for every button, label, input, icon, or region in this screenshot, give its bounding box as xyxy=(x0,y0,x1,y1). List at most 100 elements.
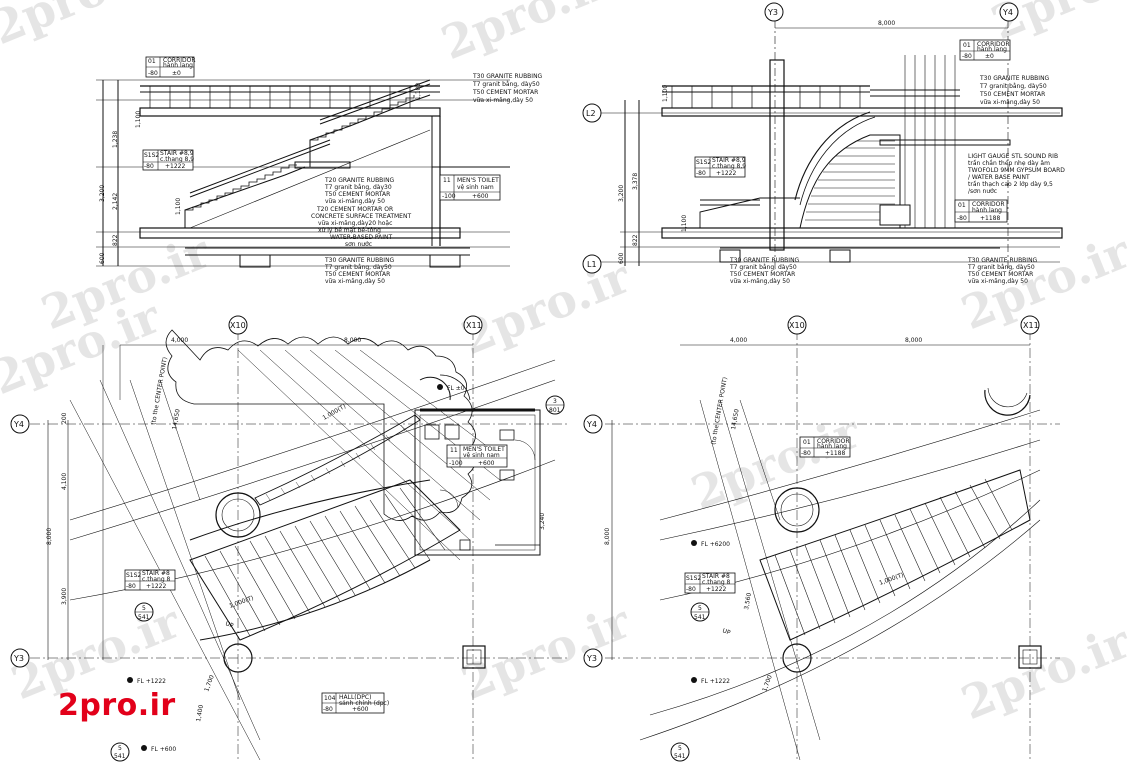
dim-text: 1,000(T) xyxy=(322,403,348,422)
note-line: T30 GRANITE RUBBING xyxy=(472,73,543,80)
svg-text:11: 11 xyxy=(450,447,458,454)
level-fl6200: FL +6200 xyxy=(691,540,730,548)
dim-text: 1,100 xyxy=(681,215,688,232)
stair-treads-plan xyxy=(204,487,446,637)
svg-text:S1S2: S1S2 xyxy=(686,575,701,582)
svg-text:vệ sinh nam: vệ sinh nam xyxy=(463,452,500,459)
tag-level: -80 xyxy=(148,70,158,77)
note-line: T20 CEMENT MORTAR OR xyxy=(316,206,393,213)
dim-text: 3,378 xyxy=(632,173,639,190)
svg-text:sảnh chính (dpc): sảnh chính (dpc) xyxy=(339,700,389,707)
svg-text:5: 5 xyxy=(118,745,122,752)
svg-text:STAIR #8: STAIR #8 xyxy=(142,570,170,577)
note-line: T50 CEMENT MORTAR xyxy=(324,191,390,198)
svg-text:S1S2: S1S2 xyxy=(126,572,141,579)
note-line: xử lý bề mặt bê-tông xyxy=(318,226,381,234)
grid-bubble-y3-right: Y3 xyxy=(583,648,603,668)
note-line: trần chắn thép nhẹ dày âm xyxy=(968,159,1050,167)
dim-text: 3,200 xyxy=(99,185,106,202)
svg-text:STAIR #8: STAIR #8 xyxy=(702,573,730,580)
grid-bubble-y4-top: Y4 xyxy=(999,2,1019,22)
dim-text: 8,000 xyxy=(344,337,361,344)
tag-code: 01 xyxy=(963,42,971,49)
grid-bubble-x11-left: X11 xyxy=(463,315,483,335)
grid-bubble-x10-left: X10 xyxy=(228,315,248,335)
dim-text: 14,650 xyxy=(171,408,182,430)
note-line: T7 granit bằng, dày50 xyxy=(472,81,540,88)
svg-text:-80: -80 xyxy=(323,706,333,713)
watermark-text: 2pro.ir xyxy=(954,614,1138,730)
tag-level: +1188 xyxy=(980,215,1000,222)
dim-text: 4,000 xyxy=(730,337,747,344)
svg-text:801: 801 xyxy=(549,407,561,414)
note-finish-3: T20 CEMENT MORTAR OR CONCRETE SURFACE TR… xyxy=(311,206,411,248)
svg-text:FL ±0: FL ±0 xyxy=(447,385,465,392)
dim-text: 1,400 xyxy=(195,704,205,722)
svg-text:L2: L2 xyxy=(586,109,596,118)
up-label: UP xyxy=(721,627,731,636)
detail-marker: 3 801 xyxy=(545,395,565,415)
svg-text:FL +1222: FL +1222 xyxy=(137,678,166,685)
note-line: vữa xi-măng,dày 50 xyxy=(325,278,385,285)
tag-name: MEN'S TOILET xyxy=(457,177,499,184)
svg-text:Y4: Y4 xyxy=(586,420,597,429)
svg-text:-80: -80 xyxy=(126,583,136,590)
svg-text:104: 104 xyxy=(324,695,336,702)
dim-text: 14,650 xyxy=(730,408,741,430)
note-line: T50 CEMENT MORTAR xyxy=(729,271,795,278)
level-fl1222: FL +1222 xyxy=(127,677,166,685)
note-line: T7 granit bằng, dày50 xyxy=(324,264,392,271)
note-finish-4: T30 GRANITE RUBBING T7 granit bằng, dày5… xyxy=(324,257,395,285)
svg-text:FL +1222: FL +1222 xyxy=(701,678,730,685)
watermark-text: 2pro.ir xyxy=(454,249,638,365)
center-note: (to the CENTER POINT) xyxy=(150,357,169,426)
svg-text:5: 5 xyxy=(678,745,682,752)
section-right-text: 3,200 3,378 822 600 8,000 1,100 1,100 xyxy=(618,20,895,264)
grid-bubble-y3-left: Y3 xyxy=(10,648,30,668)
section-right xyxy=(600,20,1063,270)
plan-left xyxy=(30,329,570,761)
svg-text:-80: -80 xyxy=(686,586,696,593)
note-line: TWOFOLD 9MM GYPSUM BOARD xyxy=(967,167,1065,174)
note-line: vữa xi-măng,dày 50 xyxy=(325,198,385,205)
dim-text: 3,900 xyxy=(61,588,68,605)
dim-text: 200 xyxy=(61,412,68,424)
note-finish-1: T30 GRANITE RUBBING T7 granit bằng, dày5… xyxy=(472,73,543,104)
svg-text:CORRIDOR: CORRIDOR xyxy=(817,438,850,445)
plan-right-text: 4,000 8,000 8,000 1,700 3,560 14,650 (to… xyxy=(604,337,922,693)
svg-text:MEN'S TOILET: MEN'S TOILET xyxy=(463,446,505,453)
tag-sub: hành lang xyxy=(977,46,1007,53)
up-label: UP xyxy=(224,620,234,629)
dim-text: 3,200 xyxy=(618,185,625,202)
dim-text: 8,000 xyxy=(878,20,895,27)
note-line: vữa xi-măng,dày 50 xyxy=(980,99,1040,106)
tag-level: +1222 xyxy=(165,163,185,170)
svg-text:-80: -80 xyxy=(801,450,811,457)
svg-text:Y3: Y3 xyxy=(13,654,24,663)
tag-sub: hành lang xyxy=(972,207,1002,214)
tag-code: 01 xyxy=(958,202,966,209)
tag-level: +600 xyxy=(472,193,489,200)
tag-code: S1S2 xyxy=(144,152,159,159)
room-tag-toilet-plan: 11 MEN'S TOILET vệ sinh nam -100 +600 xyxy=(446,444,508,468)
grid-bubble-y4-right: Y4 xyxy=(583,414,603,434)
svg-text:X10: X10 xyxy=(230,321,246,330)
note-line: T50 CEMENT MORTAR xyxy=(979,91,1045,98)
room-tag-corridor: 01 CORRIDOR hành lang -80 ±0 xyxy=(145,56,196,78)
dim-text: 600 xyxy=(99,252,106,264)
tag-code: S1S2 xyxy=(696,159,711,166)
tag-level: -100 xyxy=(442,193,456,200)
tag-level: +1222 xyxy=(716,170,736,177)
dim-text: 1,100 xyxy=(662,85,669,102)
plan-right xyxy=(605,330,1060,761)
note-line: vữa xi-măng,dày 50 xyxy=(730,278,790,285)
tag-level: -80 xyxy=(957,215,967,222)
svg-text:Y3: Y3 xyxy=(586,654,597,663)
note-line: T50 CEMENT MORTAR xyxy=(967,271,1033,278)
svg-text:X10: X10 xyxy=(789,321,805,330)
grid-bubble-x11-right: X11 xyxy=(1020,315,1040,335)
grid-bubble-y3-top: Y3 xyxy=(764,2,784,22)
svg-text:FL +6200: FL +6200 xyxy=(701,541,730,548)
watermark-text: 2pro.ir xyxy=(454,594,638,710)
